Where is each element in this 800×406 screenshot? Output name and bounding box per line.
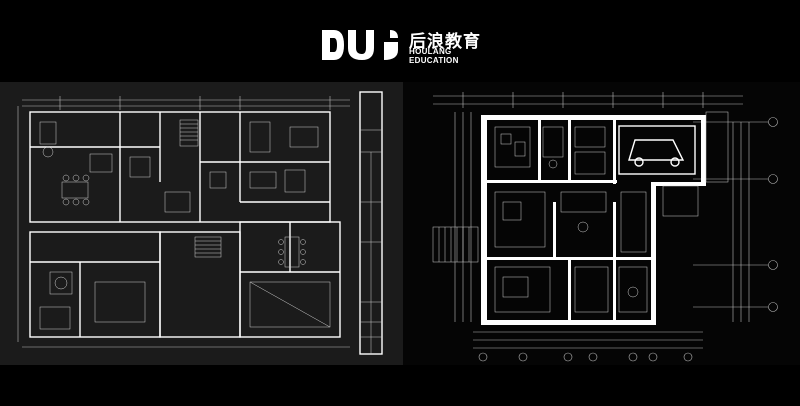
garage-car bbox=[618, 125, 696, 175]
meeting-table bbox=[278, 236, 306, 268]
left-floor-plan bbox=[0, 82, 403, 365]
exterior-stairs bbox=[432, 226, 479, 263]
dining-table bbox=[61, 174, 90, 206]
right-floor-plan bbox=[403, 82, 800, 365]
brand-name-en-line1: HOULANG bbox=[409, 47, 452, 56]
stairs-upper bbox=[179, 119, 199, 147]
stairs-lower bbox=[194, 236, 222, 258]
brand-name-cn: 后浪教育 bbox=[409, 32, 481, 52]
brand-name-en: HOULANG EDUCATION bbox=[409, 47, 459, 65]
header: 后浪教育 HOULANG EDUCATION bbox=[0, 0, 800, 82]
right-floor-plan-drawing bbox=[432, 92, 778, 362]
left-floor-plan-drawing bbox=[17, 91, 383, 355]
houlang-logo-icon bbox=[322, 30, 398, 60]
brand-name-en-line2: EDUCATION bbox=[409, 56, 459, 65]
bottom-strip bbox=[0, 365, 800, 406]
